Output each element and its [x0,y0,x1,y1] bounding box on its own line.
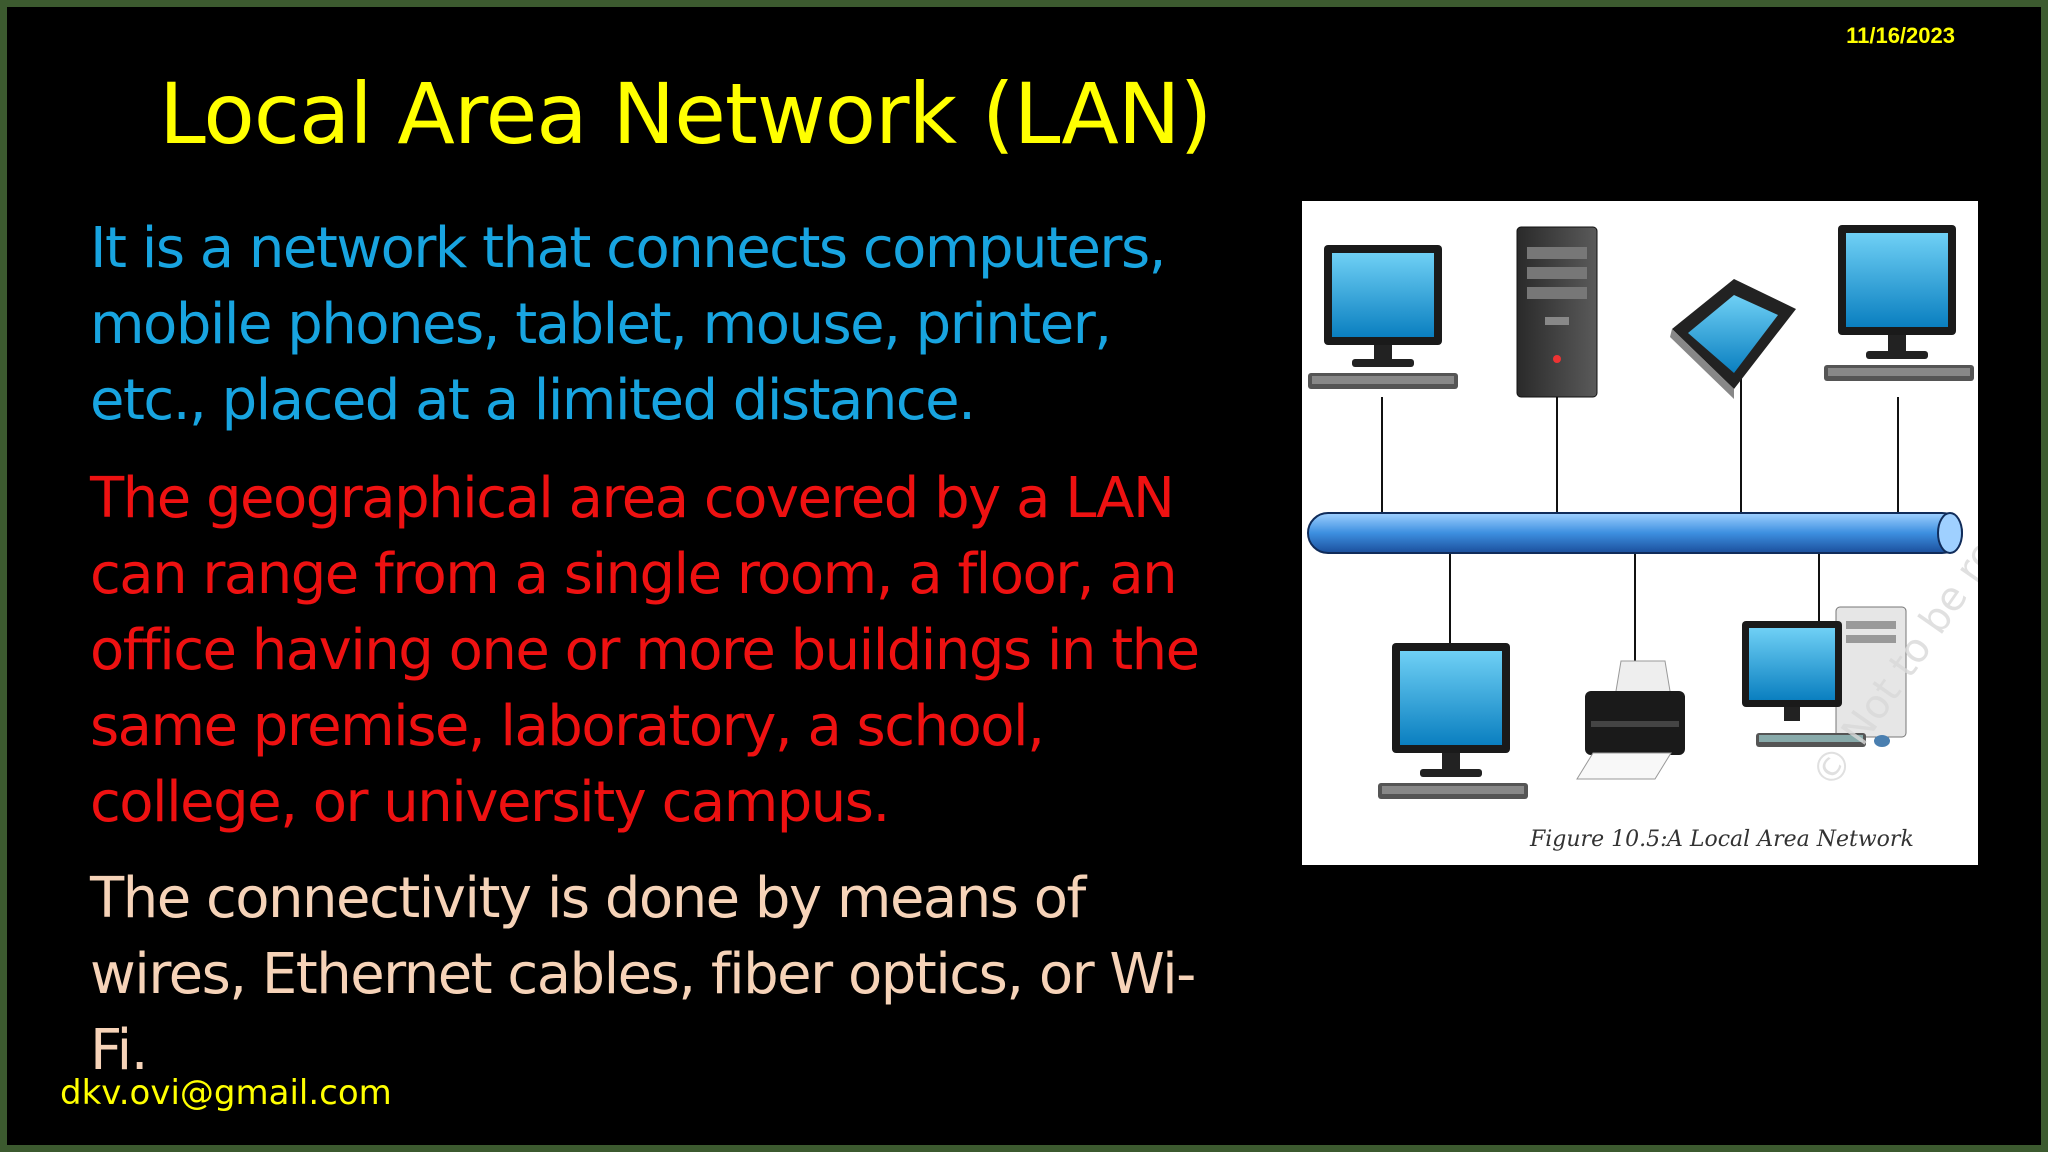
author-email: dkv.ovi@gmail.com [60,1073,392,1113]
lan-diagram: © Not to be republished Figure 10.5: A L… [1307,225,1978,852]
tower-icon [1516,226,1598,398]
monitor-icon [1378,643,1528,799]
text-line: office having one or more buildings in t… [90,618,1200,683]
slide-body: It is a network that connects computers,… [90,211,1310,1089]
text-line: college, or university campus. [90,770,890,835]
text-line: same premise, laboratory, a school, [90,694,1045,759]
slide-date: 11/16/2023 [1846,23,1955,48]
slide: 11/16/2023 Local Area Network (LAN) It i… [7,7,2041,1145]
figure-caption-number: Figure 10.5: [1529,827,1667,852]
text-line: It is a network that connects computers, [90,216,1166,281]
figure-caption-text: A Local Area Network [1665,827,1914,852]
printer-icon [1576,660,1685,780]
text-line: mobile phones, tablet, mouse, printer, [90,292,1112,357]
paragraph-definition: It is a network that connects computers,… [90,211,1310,439]
tablet-icon [1670,279,1796,399]
text-line: wires, Ethernet cables, fiber optics, or… [90,942,1196,1007]
text-line: The geographical area covered by a LAN [90,466,1175,531]
text-line: Fi. [90,1018,149,1083]
desktop-computer-icon [1742,606,1907,747]
slide-title: Local Area Network (LAN) [159,65,1212,163]
monitor-icon [1308,245,1458,389]
text-line: etc., placed at a limited distance. [90,368,976,433]
monitor-icon [1824,225,1974,381]
text-line: can range from a single room, a floor, a… [90,542,1178,607]
paragraph-geographic-area: The geographical area covered by a LAN c… [90,461,1310,841]
paragraph-connectivity: The connectivity is done by means of wir… [90,861,1310,1089]
network-bus-icon [1307,512,1963,554]
text-line: The connectivity is done by means of [90,866,1086,931]
lan-figure: © Not to be republished Figure 10.5: A L… [1302,201,1978,865]
